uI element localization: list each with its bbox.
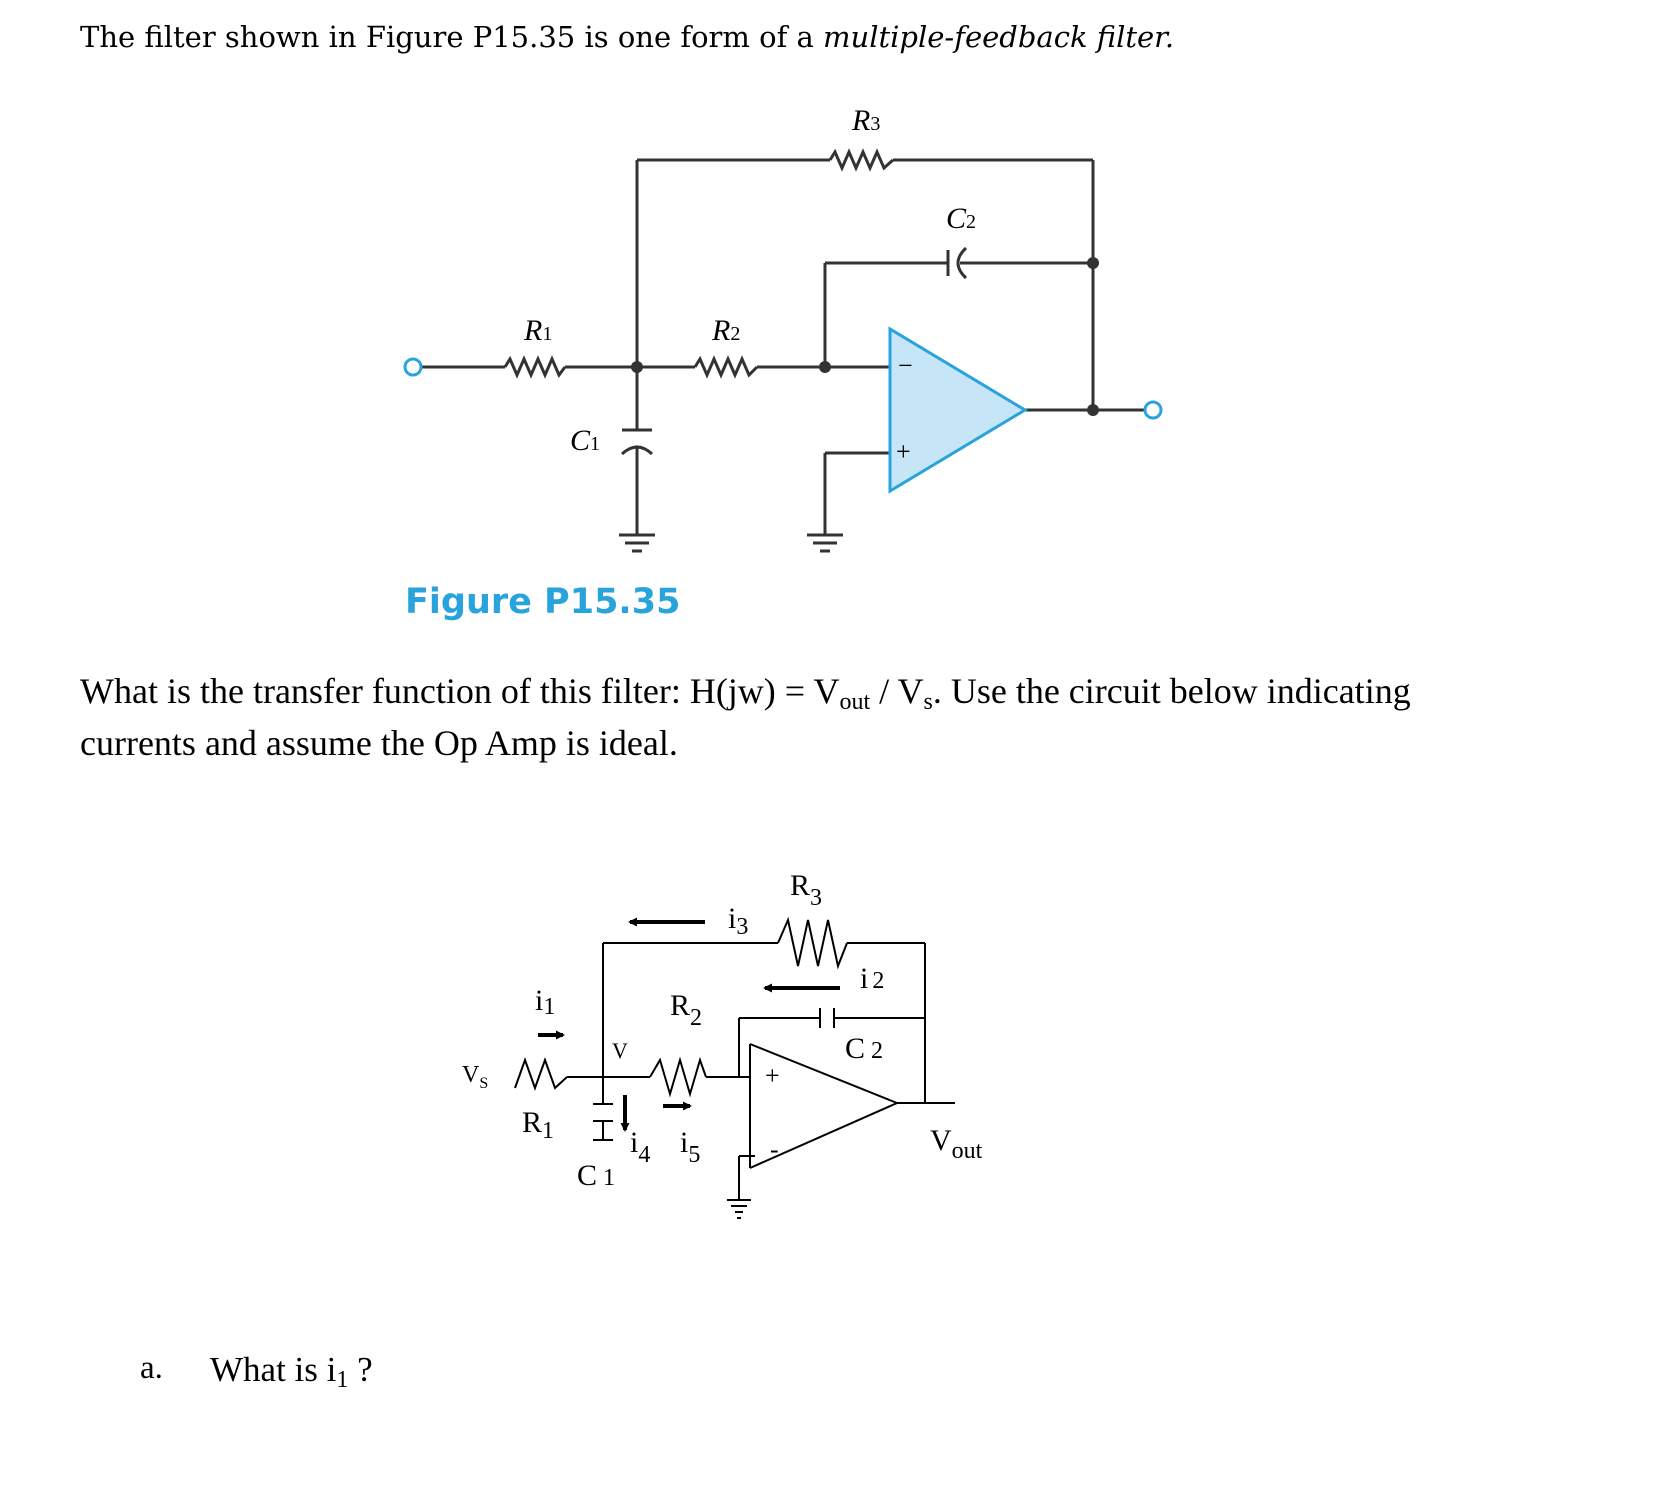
r2-resistor — [693, 355, 759, 379]
label-c1: C1 — [570, 424, 600, 457]
sketch-label-vs: VS — [462, 1062, 488, 1092]
intro-text-emphasis: multiple-feedback filter. — [823, 20, 1175, 54]
sketch-r2-resistor — [649, 1056, 707, 1098]
sketch-opamp-minus: - — [770, 1135, 779, 1164]
r3-resistor — [828, 148, 894, 172]
sketch-label-i1: i1 — [535, 984, 555, 1020]
sketch-opamp-plus: + — [765, 1061, 780, 1090]
item-a-question: What is i1 ? — [210, 1350, 373, 1393]
sketch-label-i3: i3 — [728, 902, 748, 940]
sketch-label-r1: R1 — [522, 1106, 554, 1144]
label-r1: R1 — [523, 314, 552, 347]
item-a-letter: a. — [140, 1350, 163, 1386]
sketch-r1-resistor — [514, 1057, 568, 1091]
sketch-label-i5: i5 — [680, 1126, 700, 1168]
output-terminal — [1143, 400, 1163, 420]
intro-text: The filter shown in Figure P15.35 is one… — [80, 20, 1174, 54]
c1-plate-bottom — [620, 445, 654, 456]
c2-plate-right — [956, 246, 968, 280]
r1-resistor — [503, 355, 567, 379]
junction-dots — [631, 257, 1099, 416]
intro-text-plain: The filter shown in Figure P15.35 is one… — [80, 20, 824, 54]
sketch-label-i4: i4 — [630, 1126, 650, 1168]
current-arrows — [538, 917, 840, 1132]
sketch-label-r2: R2 — [670, 989, 702, 1031]
question-text: What is the transfer function of this fi… — [80, 671, 1411, 763]
label-c2: C2 — [946, 202, 976, 235]
label-r3: R3 — [851, 104, 880, 137]
sketch-label-r3: R3 — [790, 869, 822, 911]
opamp-minus-label: − — [898, 351, 913, 380]
opamp-plus-label: + — [896, 437, 911, 466]
sketch-r3-resistor — [777, 916, 848, 970]
label-r2: R2 — [711, 314, 740, 347]
input-terminal — [403, 357, 423, 377]
sketch-components — [514, 916, 848, 1219]
sketch-label-v: V — [612, 1038, 628, 1063]
figure-components — [503, 148, 968, 553]
opamp-symbol — [888, 326, 1028, 494]
figure-caption: Figure P15.35 — [405, 582, 681, 622]
sketch-label-vout: Vout — [930, 1124, 983, 1164]
figure-wires — [420, 158, 1145, 535]
sketch-wires — [567, 942, 955, 1200]
